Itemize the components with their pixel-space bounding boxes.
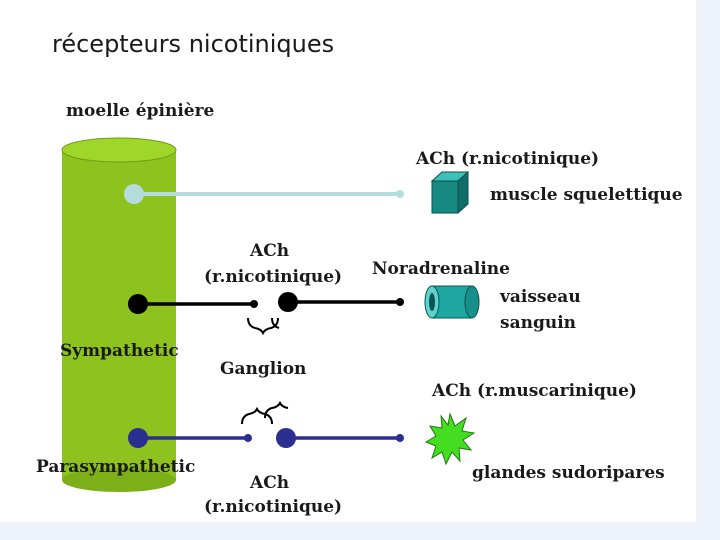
parasympathetic-preganglionic-soma [128,428,148,448]
somatic-terminal [396,190,404,198]
sympathetic-preganglionic-terminal [250,300,258,308]
parasympathetic-postganglionic-soma [276,428,296,448]
sympathetic-pathway [128,285,480,336]
blood-vessel-label-line2: sanguin [500,313,576,333]
parasympathetic-postganglionic-terminal [396,434,404,442]
parasympathetic-preganglionic-terminal [244,434,252,442]
blood-vessel-label-line1: vaisseau [499,287,581,307]
sympathetic-label: Sympathetic [60,341,179,361]
somatic-pathway [124,170,470,215]
sympathetic-preganglionic-transmitter-line2: (r.nicotinique) [204,267,342,287]
right-edge-strip [696,0,720,540]
sympathetic-postganglionic-transmitter: Noradrenaline [372,259,510,279]
spinal-cord-top [61,137,177,163]
spinal-cord-bottom [62,468,176,492]
parasympathetic-postganglionic-transmitter: ACh (r.muscarinique) [431,381,637,401]
parasympathetic-label: Parasympathetic [36,457,195,477]
skeletal-muscle-label: muscle squelettique [490,185,683,205]
spinal-cord-body [62,150,176,480]
parasympathetic-pathway [128,400,476,466]
somatic-soma [124,184,144,204]
spinal-cord-label: moelle épinière [66,101,215,121]
ganglion-label: Ganglion [220,359,306,379]
skeletal-muscle-icon [430,170,470,215]
sweat-gland-label: glandes sudoripares [472,463,665,483]
parasympathetic-preganglionic-transmitter-line2: (r.nicotinique) [204,497,342,517]
sympathetic-postganglionic-terminal [396,298,404,306]
slide-title: récepteurs nicotiniques [52,30,335,58]
spinal-cord [61,137,177,492]
sympathetic-preganglionic-transmitter-line1: ACh [249,241,289,261]
somatic-transmitter-label: ACh (r.nicotinique) [415,149,599,169]
sweat-gland-icon [424,412,476,466]
blood-vessel-icon [424,285,480,319]
sympathetic-preganglionic-soma [128,294,148,314]
parasympathetic-preganglionic-transmitter-line1: ACh [249,473,289,493]
sympathetic-ganglion-brace [247,317,280,336]
parasympathetic-ganglion-brace [241,400,289,425]
sympathetic-postganglionic-soma [278,292,298,312]
bottom-edge-strip [0,522,720,540]
